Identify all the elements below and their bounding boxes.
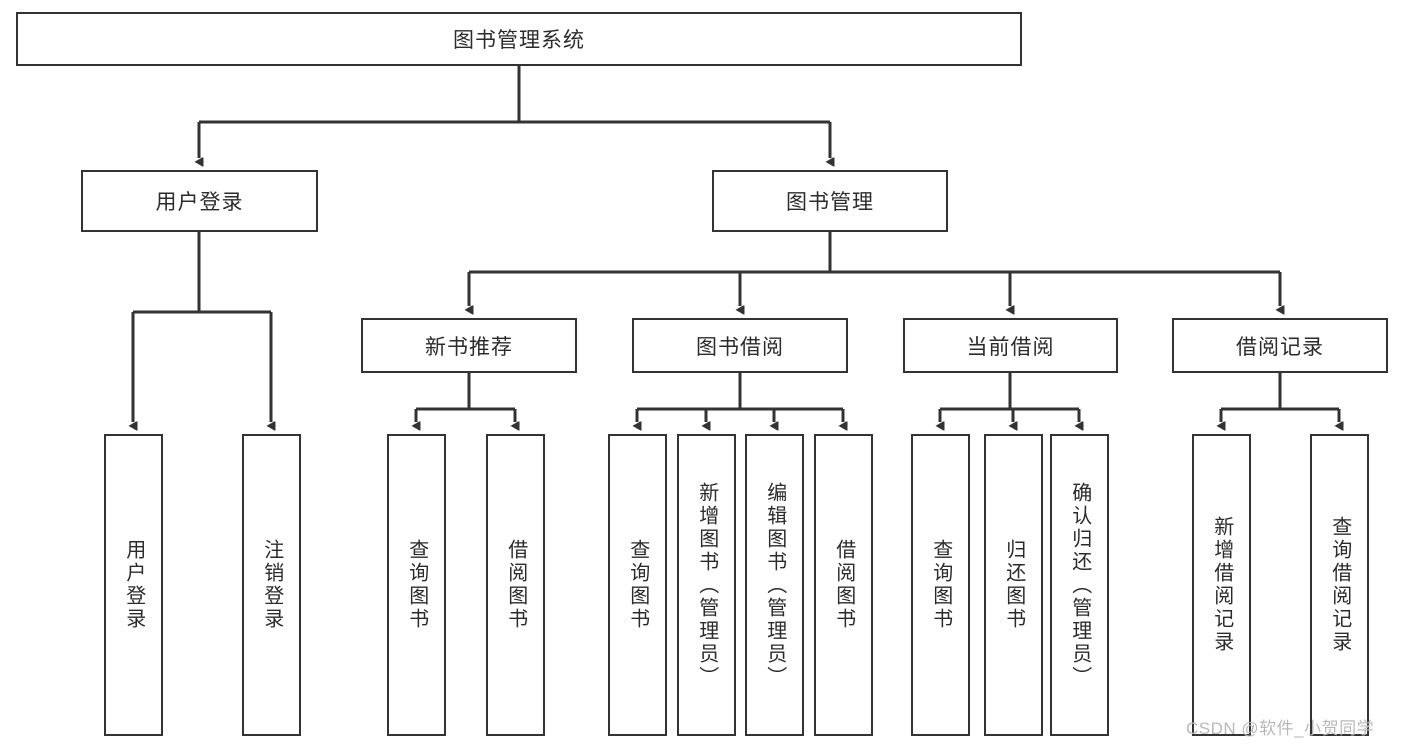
leaf-query-book-current[interactable]: 查询图书 — [911, 434, 970, 736]
node-current-borrow-label: 当前借阅 — [966, 335, 1055, 359]
csdn-watermark: CSDN @软件_小贺同学 — [1186, 719, 1375, 738]
leaf-edit-book-admin[interactable]: 编辑图书（管理员） — [745, 434, 804, 736]
node-borrow-record-label: 借阅记录 — [1236, 335, 1324, 359]
node-book-borrow[interactable]: 图书借阅 — [632, 318, 848, 373]
leaf-add-book-admin[interactable]: 新增图书（管理员） — [677, 434, 736, 736]
leaf-add-borrow-record-label: 新增借阅记录 — [1210, 516, 1233, 654]
leaf-return-book-label: 归还图书 — [1002, 539, 1025, 631]
leaf-query-book-recommend-label: 查询图书 — [405, 539, 428, 631]
leaf-confirm-return-admin[interactable]: 确认归还（管理员） — [1050, 434, 1109, 736]
node-book-management-label: 图书管理 — [786, 191, 874, 214]
leaf-query-borrow-record-label: 查询借阅记录 — [1328, 516, 1351, 654]
node-new-book-recommend-label: 新书推荐 — [425, 335, 513, 359]
leaf-user-login-label: 用户登录 — [122, 539, 145, 631]
leaf-query-book-current-label: 查询图书 — [929, 539, 952, 631]
leaf-edit-book-admin-label: 编辑图书（管理员） — [763, 481, 786, 689]
node-borrow-record[interactable]: 借阅记录 — [1172, 318, 1388, 373]
node-user-login-label: 用户登录 — [155, 191, 244, 214]
leaf-return-book[interactable]: 归还图书 — [984, 434, 1043, 736]
leaf-confirm-return-admin-label: 确认归还（管理员） — [1068, 481, 1091, 689]
leaf-query-book-borrow[interactable]: 查询图书 — [608, 434, 667, 736]
node-user-login[interactable]: 用户登录 — [81, 170, 318, 232]
node-root[interactable]: 图书管理系统 — [16, 12, 1022, 66]
leaf-add-book-admin-label: 新增图书（管理员） — [695, 481, 718, 689]
leaf-borrow-book-recommend[interactable]: 借阅图书 — [486, 434, 545, 736]
leaf-user-login[interactable]: 用户登录 — [104, 434, 163, 736]
leaf-borrow-book-label: 借阅图书 — [832, 539, 855, 631]
leaf-borrow-book-recommend-label: 借阅图书 — [504, 539, 527, 631]
leaf-borrow-book[interactable]: 借阅图书 — [814, 434, 873, 736]
leaf-add-borrow-record[interactable]: 新增借阅记录 — [1192, 434, 1251, 736]
leaf-query-borrow-record[interactable]: 查询借阅记录 — [1310, 434, 1369, 736]
leaf-query-book-recommend[interactable]: 查询图书 — [387, 434, 446, 736]
node-new-book-recommend[interactable]: 新书推荐 — [361, 318, 577, 373]
node-root-label: 图书管理系统 — [453, 29, 585, 52]
leaf-logout[interactable]: 注销登录 — [242, 434, 301, 736]
node-book-management[interactable]: 图书管理 — [712, 170, 948, 232]
leaf-query-book-borrow-label: 查询图书 — [626, 539, 649, 631]
leaf-logout-label: 注销登录 — [260, 539, 283, 631]
node-book-borrow-label: 图书借阅 — [696, 335, 784, 359]
node-current-borrow[interactable]: 当前借阅 — [903, 318, 1118, 373]
